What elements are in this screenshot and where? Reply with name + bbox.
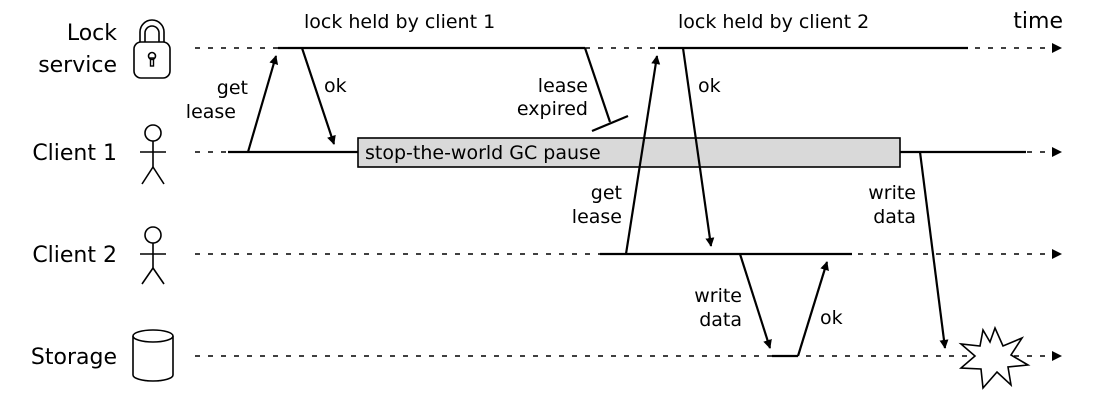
gc-pause-label: stop-the-world GC pause bbox=[365, 142, 601, 164]
write-data-1-arrow bbox=[918, 151, 949, 349]
lease-expired-cross-mark bbox=[591, 114, 629, 133]
lane-label-client-2: Client 2 bbox=[32, 243, 117, 268]
get-lease-1-label-line2: lease bbox=[186, 101, 236, 123]
gc-pause-box bbox=[357, 137, 901, 168]
get-lease-1-arrow bbox=[246, 55, 279, 153]
lane-label-client-1: Client 1 bbox=[32, 141, 117, 166]
write-data-1-label-line2: data bbox=[873, 206, 916, 228]
write-data-2-label-line2: data bbox=[699, 309, 742, 331]
ok-1-label: ok bbox=[324, 75, 347, 97]
database-cylinder-icon bbox=[132, 329, 174, 382]
lock-held-client-1-label: lock held by client 1 bbox=[304, 11, 495, 33]
time-axis-label: time bbox=[1013, 9, 1063, 34]
client-1-timeline-arrowhead bbox=[1052, 147, 1062, 157]
lease-expired-label-line1: lease bbox=[538, 75, 588, 97]
client-2-timeline-arrowhead bbox=[1052, 249, 1062, 259]
lane-label-lock-service-line1: Lock bbox=[67, 21, 117, 46]
write-data-2-arrow bbox=[738, 253, 772, 349]
ok-3-arrow bbox=[796, 261, 829, 357]
lane-label-lock-service-line2: service bbox=[38, 53, 117, 78]
ok-2-label: ok bbox=[698, 75, 721, 97]
padlock-icon bbox=[133, 19, 171, 79]
storage-timeline-arrowhead bbox=[1052, 351, 1062, 361]
lock-held-client-2-label: lock held by client 2 bbox=[678, 11, 869, 33]
stick-figure-icon bbox=[140, 124, 166, 185]
ok-3-label: ok bbox=[820, 307, 843, 329]
lease-expired-label-line2: expired bbox=[517, 98, 588, 120]
explosion-icon bbox=[958, 325, 1031, 390]
get-lease-2-label-line2: lease bbox=[572, 206, 622, 228]
get-lease-2-arrow bbox=[624, 55, 661, 255]
write-data-2-label-line1: write bbox=[694, 285, 742, 307]
stick-figure-icon bbox=[140, 226, 166, 285]
lane-label-storage: Storage bbox=[31, 345, 117, 370]
ok-2-arrow bbox=[681, 47, 715, 247]
lease-expiry-line bbox=[583, 47, 612, 123]
lock-service-timeline-arrowhead bbox=[1052, 43, 1062, 53]
ok-1-arrow bbox=[300, 47, 336, 145]
write-data-1-label-line1: write bbox=[868, 182, 916, 204]
get-lease-2-label-line1: get bbox=[591, 182, 622, 204]
get-lease-1-label-line1: get bbox=[217, 77, 248, 99]
